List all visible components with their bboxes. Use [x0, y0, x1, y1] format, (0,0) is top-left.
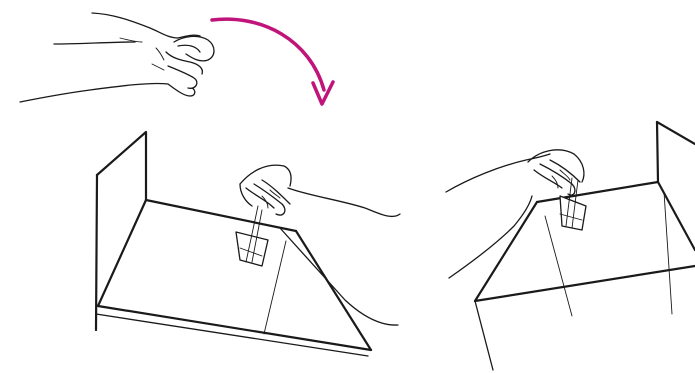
- left-tab: [236, 206, 268, 266]
- right-box-panel: [475, 122, 695, 370]
- curved-arrow-icon: [212, 19, 333, 104]
- hand-flick-icon: [20, 13, 214, 102]
- left-box-panel: [96, 132, 371, 356]
